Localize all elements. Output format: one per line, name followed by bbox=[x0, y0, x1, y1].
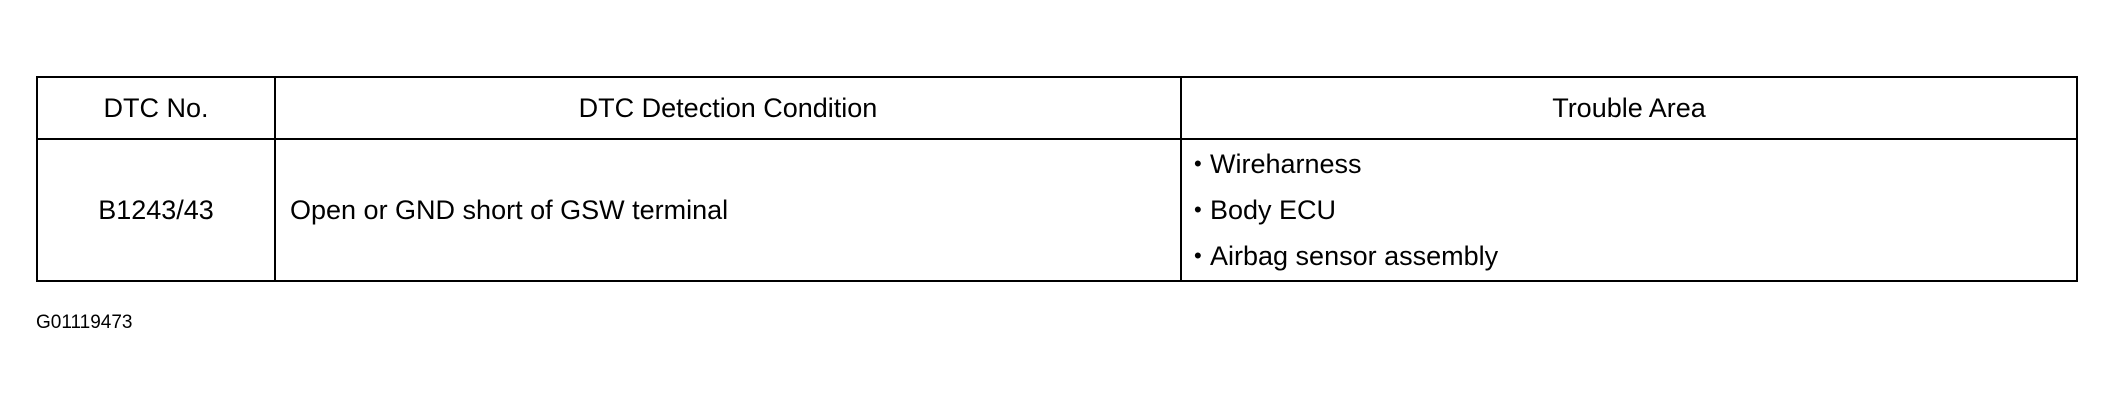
table-row: B1243/43 Open or GND short of GSW termin… bbox=[36, 138, 2078, 282]
list-item: • Wireharness bbox=[1194, 141, 2076, 187]
header-dtc-no: DTC No. bbox=[36, 76, 276, 140]
trouble-area-item: Body ECU bbox=[1210, 195, 1337, 225]
figure-id: G01119473 bbox=[36, 312, 133, 333]
bullet-icon: • bbox=[1194, 243, 1202, 268]
dtc-code-cell: B1243/43 bbox=[36, 138, 276, 282]
trouble-area-item: Wireharness bbox=[1210, 149, 1362, 179]
list-item: • Airbag sensor assembly bbox=[1194, 233, 2076, 279]
header-trouble-area: Trouble Area bbox=[1180, 76, 2078, 140]
table-header-row: DTC No. DTC Detection Condition Trouble … bbox=[36, 76, 2078, 140]
bullet-icon: • bbox=[1194, 151, 1202, 176]
header-detection-condition: DTC Detection Condition bbox=[274, 76, 1182, 140]
trouble-area-item: Airbag sensor assembly bbox=[1210, 241, 1499, 271]
list-item: • Body ECU bbox=[1194, 187, 2076, 233]
detection-condition-cell: Open or GND short of GSW terminal bbox=[274, 138, 1182, 282]
bullet-icon: • bbox=[1194, 197, 1202, 222]
trouble-area-list: • Wireharness • Body ECU • Airbag sensor as… bbox=[1194, 141, 2076, 279]
dtc-table: DTC No. DTC Detection Condition Trouble … bbox=[36, 76, 2078, 282]
trouble-area-cell: • Wireharness • Body ECU • Airbag sensor as… bbox=[1180, 138, 2078, 282]
